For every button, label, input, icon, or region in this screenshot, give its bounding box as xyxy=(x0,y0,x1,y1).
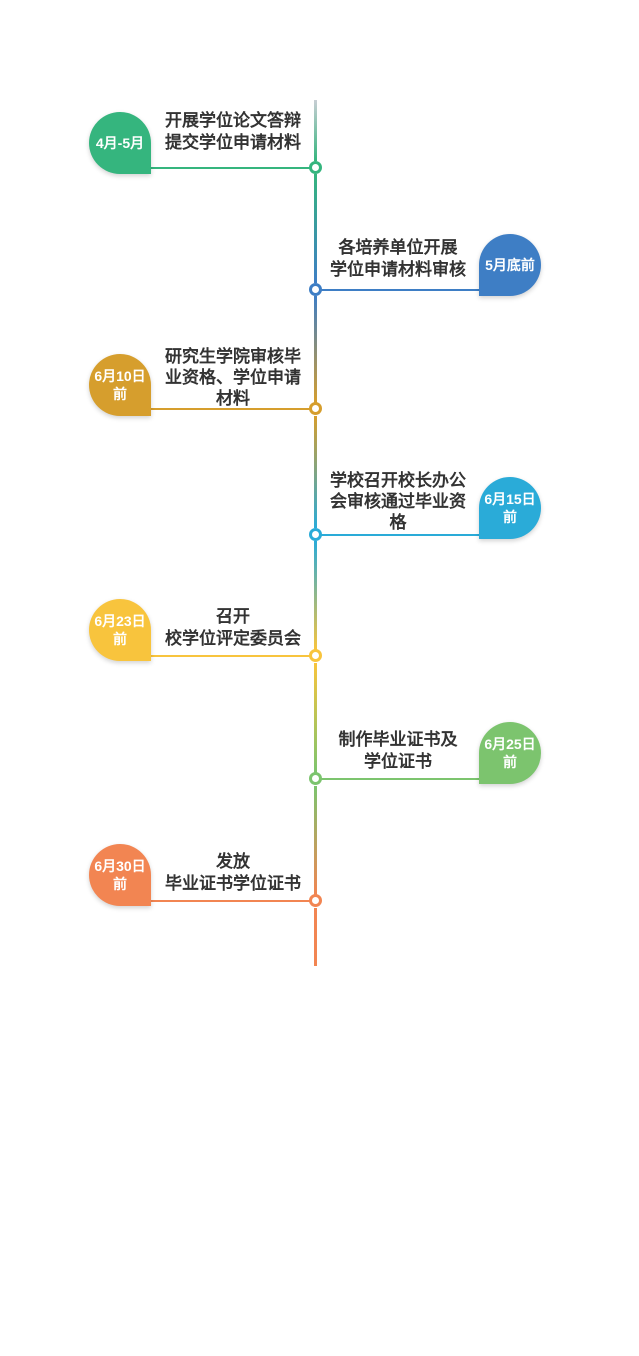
badge-date-text: 5月底前 xyxy=(485,257,535,273)
badge-date-text: 6月30日 xyxy=(94,858,146,874)
date-badge-4: 6月15日 前 xyxy=(479,477,541,539)
date-badge-3: 6月10日 前 xyxy=(89,354,151,416)
node-marker-6 xyxy=(309,772,322,785)
spine-segment-top xyxy=(314,100,317,161)
node-marker-4 xyxy=(309,528,322,541)
badge-date-text: 6月10日 xyxy=(94,368,146,384)
date-badge-6: 6月25日 前 xyxy=(479,722,541,784)
badge-date-text: 前 xyxy=(113,876,127,892)
milestone-description-4: 学校召开校长办公 会审核通过毕业资 格 xyxy=(318,470,478,533)
node-marker-7 xyxy=(309,894,322,907)
description-line: 发放 xyxy=(216,852,250,871)
milestone-description-2: 各培养单位开展 学位申请材料审核 xyxy=(318,237,478,281)
description-line: 提交学位申请材料 xyxy=(165,133,301,152)
description-line: 校学位评定委员会 xyxy=(165,629,301,648)
date-badge-1: 4月-5月 xyxy=(89,112,151,174)
connector-line-3 xyxy=(120,408,315,410)
description-line: 学校召开校长办公 xyxy=(330,471,466,490)
spine-segment-6 xyxy=(314,786,317,895)
node-marker-2 xyxy=(309,283,322,296)
milestone-description-6: 制作毕业证书及 学位证书 xyxy=(318,729,478,773)
connector-line-6 xyxy=(316,778,510,780)
description-line: 开展学位论文答辩 xyxy=(165,111,301,130)
badge-date-text: 前 xyxy=(503,509,517,525)
milestone-description-7: 发放 毕业证书学位证书 xyxy=(153,851,313,895)
date-badge-5: 6月23日 前 xyxy=(89,599,151,661)
badge-date-text: 前 xyxy=(113,386,127,402)
milestone-description-1: 开展学位论文答辩 提交学位申请材料 xyxy=(153,110,313,154)
badge-date-text: 4月-5月 xyxy=(95,135,145,151)
description-line: 格 xyxy=(389,513,407,532)
milestone-description-5: 召开 校学位评定委员会 xyxy=(153,606,313,650)
spine-segment-3 xyxy=(314,416,317,528)
date-badge-7: 6月30日 前 xyxy=(89,844,151,906)
description-line: 各培养单位开展 xyxy=(338,238,458,257)
description-line: 材料 xyxy=(216,389,250,408)
description-line: 学位证书 xyxy=(364,752,432,771)
node-marker-1 xyxy=(309,161,322,174)
badge-date-text: 6月15日 xyxy=(484,491,536,507)
node-marker-3 xyxy=(309,402,322,415)
badge-date-text: 前 xyxy=(503,754,517,770)
spine-segment-1 xyxy=(314,174,317,283)
description-line: 毕业证书学位证书 xyxy=(165,874,301,893)
description-line: 会审核通过毕业资 xyxy=(330,492,466,511)
description-line: 学位申请材料审核 xyxy=(330,260,466,279)
node-marker-5 xyxy=(309,649,322,662)
connector-line-1 xyxy=(120,167,315,169)
spine-segment-5 xyxy=(314,663,317,773)
spine-segment-bottom xyxy=(314,908,317,966)
connector-line-2 xyxy=(316,289,510,291)
spine-segment-2 xyxy=(314,296,317,403)
description-line: 业资格、学位申请 xyxy=(165,368,301,387)
description-line: 召开 xyxy=(216,607,250,626)
badge-date-text: 6月23日 xyxy=(94,613,146,629)
badge-date-text: 前 xyxy=(113,631,127,647)
description-line: 制作毕业证书及 xyxy=(338,730,458,749)
description-line: 研究生学院审核毕 xyxy=(165,347,301,366)
spine-segment-4 xyxy=(314,541,317,650)
badge-date-text: 6月25日 xyxy=(484,736,536,752)
connector-line-7 xyxy=(120,900,315,902)
connector-line-4 xyxy=(316,534,510,536)
connector-line-5 xyxy=(120,655,315,657)
milestone-description-3: 研究生学院审核毕 业资格、学位申请 材料 xyxy=(153,346,313,409)
date-badge-2: 5月底前 xyxy=(479,234,541,296)
